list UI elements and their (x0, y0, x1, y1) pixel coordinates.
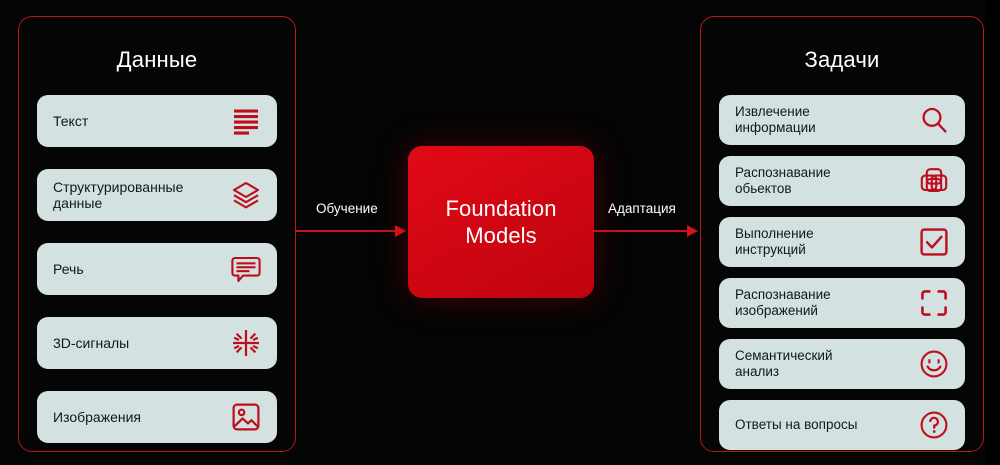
text-lines-icon (229, 104, 263, 138)
arrow-label-training: Обучение (316, 201, 378, 216)
lidar-burst-icon (229, 326, 263, 360)
question-circle-icon (917, 408, 951, 442)
data-card-label: Структурированные данные (53, 179, 184, 211)
image-picture-icon (229, 400, 263, 434)
task-card-instruction-following[interactable]: Выполнение инструкций (719, 217, 965, 267)
tasks-panel: Задачи Извлечение информации Распознаван… (700, 16, 984, 452)
foundation-models-label: Foundation Models (445, 196, 557, 248)
task-card-label: Распознавание обьектов (735, 165, 831, 196)
data-card-label: Текст (53, 113, 89, 129)
layers-stack-icon (229, 178, 263, 212)
arrow-head-icon (687, 225, 698, 237)
arrow-line (592, 230, 688, 232)
magnifier-icon (917, 103, 951, 137)
data-card-speech[interactable]: Речь (37, 243, 277, 295)
arrow-adaptation (592, 225, 704, 237)
task-card-label: Ответы на вопросы (735, 417, 858, 432)
task-card-image-recognition[interactable]: Распознавание изображений (719, 278, 965, 328)
task-card-label: Выполнение инструкций (735, 226, 814, 257)
right-edge-strip (986, 0, 1000, 465)
data-card-label: 3D-сигналы (53, 335, 130, 351)
task-card-label: Извлечение информации (735, 104, 816, 135)
data-card-list: Текст Структурированные данные (37, 95, 277, 465)
checkbox-check-icon (917, 225, 951, 259)
arrow-line (296, 230, 396, 232)
data-card-label: Речь (53, 261, 84, 277)
tasks-panel-title: Задачи (804, 47, 880, 72)
speech-bubble-icon (229, 252, 263, 286)
task-card-label: Распознавание изображений (735, 287, 831, 318)
data-panel: Данные Текст Ст (18, 16, 296, 452)
overlapping-squares-icon (917, 164, 951, 198)
scan-corners-icon (917, 286, 951, 320)
data-panel-title: Данные (116, 47, 198, 72)
task-card-label: Семантический анализ (735, 348, 833, 379)
smiley-face-icon (917, 347, 951, 381)
task-card-information-extraction[interactable]: Извлечение информации (719, 95, 965, 145)
data-card-structured[interactable]: Структурированные данные (37, 169, 277, 221)
task-card-object-recognition[interactable]: Распознавание обьектов (719, 156, 965, 206)
foundation-models-box: Foundation Models (408, 146, 594, 298)
arrow-label-adaptation: Адаптация (608, 201, 676, 216)
task-card-semantic-analysis[interactable]: Семантический анализ (719, 339, 965, 389)
data-card-text[interactable]: Текст (37, 95, 277, 147)
data-card-images[interactable]: Изображения (37, 391, 277, 443)
task-card-question-answering[interactable]: Ответы на вопросы (719, 400, 965, 450)
arrow-training (296, 225, 412, 237)
tasks-card-list: Извлечение информации Распознавание обье… (719, 95, 965, 461)
data-card-label: Изображения (53, 409, 141, 425)
data-card-3d-signals[interactable]: 3D-сигналы (37, 317, 277, 369)
arrow-head-icon (395, 225, 406, 237)
